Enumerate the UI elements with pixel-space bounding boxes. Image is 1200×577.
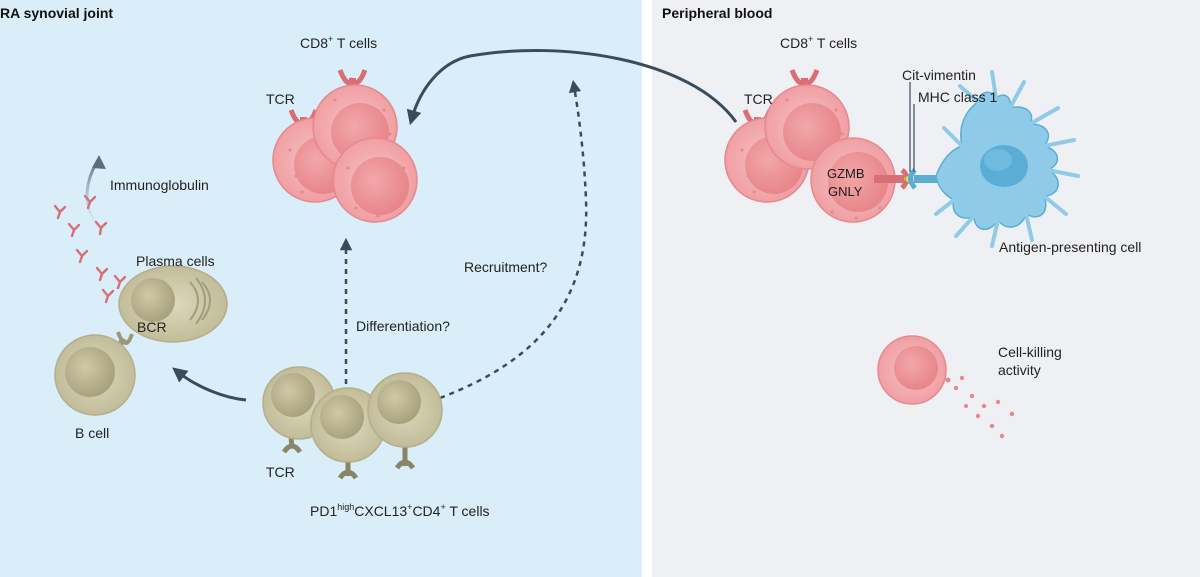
target-cell-killed <box>877 335 1015 439</box>
gzmb-label: GZMB <box>827 166 865 181</box>
ra-synovial-joint-panel <box>0 0 642 577</box>
b-cell-label: B cell <box>75 425 109 441</box>
immunoglobulin-molecules <box>53 194 127 304</box>
cd8-tcell-cluster-right <box>724 69 896 223</box>
immunoglobulin-arrow <box>85 159 113 240</box>
cd4-tcells-label: PD1highCXCL13+CD4+ T cells <box>310 502 490 519</box>
recruitment-label: Recruitment? <box>464 259 547 275</box>
plasma-cell <box>118 265 228 343</box>
cell-killing-label-line1: Cell-killing <box>998 344 1062 360</box>
tcr-label-right: TCR <box>744 91 773 107</box>
recirculation-arrow <box>406 49 738 126</box>
bcr-label: BCR <box>137 319 167 335</box>
mhc-class1-label: MHC class 1 <box>918 89 998 105</box>
bcell-help-arrow <box>172 367 247 402</box>
b-cell <box>54 331 136 416</box>
antigen-presenting-cell <box>934 70 1080 248</box>
cd8-tcells-label-left: CD8+ T cells <box>300 34 377 51</box>
recruitment-arrow <box>439 79 588 400</box>
immunoglobulin-label: Immunoglobulin <box>110 177 209 193</box>
cd8-tcell-cluster-left <box>272 69 418 223</box>
apc-label: Antigen-presenting cell <box>999 239 1141 255</box>
tcr-label-left-top: TCR <box>266 91 295 107</box>
cd8-tcells-label-right: CD8+ T cells <box>780 34 857 51</box>
gnly-label: GNLY <box>828 184 863 199</box>
right-panel-title: Peripheral blood <box>662 5 772 21</box>
left-panel-title: RA synovial joint <box>0 5 113 21</box>
tcr-label-left-bottom: TCR <box>266 464 295 480</box>
immunoglobulin-arrowhead <box>92 155 106 169</box>
plasma-cells-label: Plasma cells <box>136 253 215 269</box>
cell-killing-label-line2: activity <box>998 362 1041 378</box>
cd4-tcell-cluster <box>262 366 443 480</box>
differentiation-label: Differentiation? <box>356 318 450 334</box>
cit-vimentin-label: Cit-vimentin <box>902 67 976 83</box>
peripheral-blood-panel <box>652 0 1200 577</box>
